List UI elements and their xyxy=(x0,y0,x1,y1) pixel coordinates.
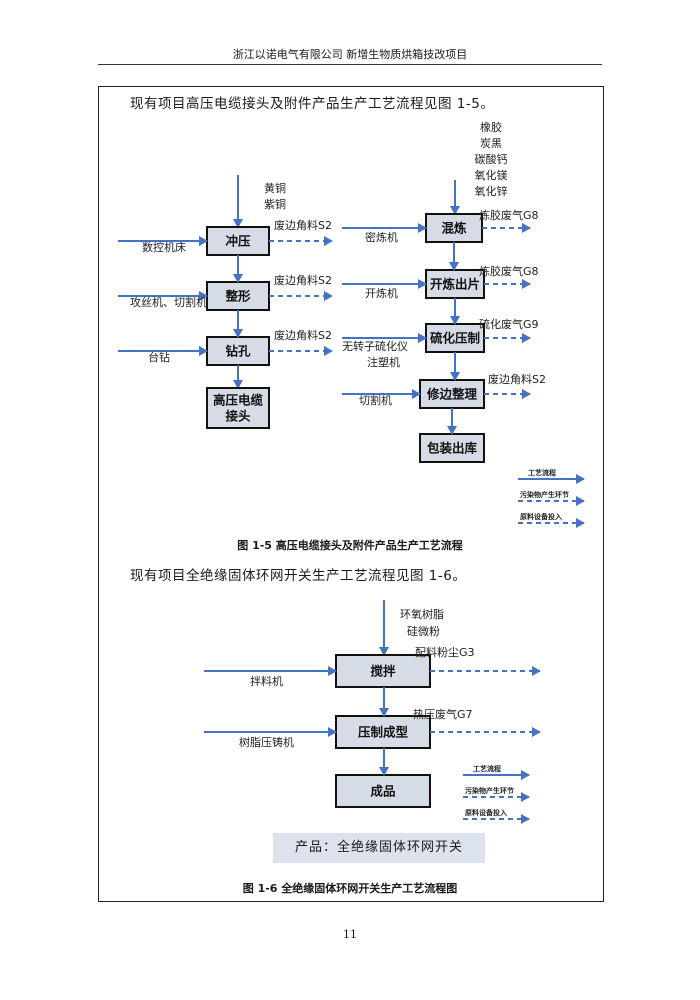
fig5-right-step-3 xyxy=(419,379,485,409)
fig6-step-2 xyxy=(335,774,431,808)
fig5-right-equip-2: 无转子硫化仪 xyxy=(342,339,408,353)
fig5-right-input-4: 氧化锌 xyxy=(475,184,508,198)
fig6-equip-0: 拌料机 xyxy=(250,674,283,688)
fig5-left-equip-0: 数控机床 xyxy=(142,240,186,254)
fig5-left-final-box xyxy=(206,387,270,429)
fig5-left-pollutant-1: 废边角料S2 xyxy=(274,273,332,287)
fig6-step-0-label: 搅拌 xyxy=(370,664,396,679)
fig5-left-step-1-label: 整形 xyxy=(225,289,251,304)
fig5-right-step-1-label: 开炼出片 xyxy=(430,277,480,292)
page-header: 浙江以诺电气有限公司 新增生物质烘箱技改项目 xyxy=(232,48,468,61)
fig5-right-equip-0: 密炼机 xyxy=(365,230,398,244)
fig5-right-input-2: 碳酸钙 xyxy=(475,152,508,166)
fig6-step-1-label: 压制成型 xyxy=(358,725,409,740)
fig5-right-step-4-label: 包装出库 xyxy=(426,441,478,456)
fig5-input-copper: 紫铜 xyxy=(264,197,286,211)
fig5-right-input-3: 氧化镁 xyxy=(475,168,508,182)
fig5-right-pollutant-1: 炼胶废气G8 xyxy=(479,264,539,278)
fig5-left-equip-1: 攻丝机、切割机 xyxy=(130,295,207,309)
fig5-left-final-box-label: 接头 xyxy=(225,409,251,424)
fig5-right-equip-1: 开炼机 xyxy=(365,286,398,300)
fig6-pollutant-1: 热压废气G7 xyxy=(413,707,473,721)
fig5-left-step-0-label: 冲压 xyxy=(225,234,251,249)
fig5-left-step-0 xyxy=(206,226,270,256)
fig5-legend-process-label: 工艺流程 xyxy=(528,468,556,477)
content-frame xyxy=(98,86,604,902)
fig5-legend-input-label: 原料设备投入 xyxy=(520,512,562,521)
fig6-input-1: 硅微粉 xyxy=(407,624,440,638)
fig5-right-equip-4: 切割机 xyxy=(359,393,392,407)
fig5-right-pollutant-0: 炼胶废气G8 xyxy=(479,208,539,222)
fig6-pollutant-0: 配料粉尘G3 xyxy=(415,645,475,659)
fig6-input-0: 环氧树脂 xyxy=(400,607,444,621)
fig5-right-step-3-label: 修边整理 xyxy=(426,387,478,402)
fig5-left-equip-2: 台钻 xyxy=(148,350,170,364)
fig5-right-pollutant-2: 硫化废气G9 xyxy=(479,317,539,331)
intro-fig5: 现有项目高压电缆接头及附件产品生产工艺流程见图 1-5。 xyxy=(130,96,495,112)
fig5-caption: 图 1-5 高压电缆接头及附件产品生产工艺流程 xyxy=(237,539,463,552)
fig6-legend-process-label: 工艺流程 xyxy=(473,764,501,773)
fig5-left-pollutant-0: 废边角料S2 xyxy=(274,218,332,232)
fig6-legend-input-label: 原料设备投入 xyxy=(465,808,507,817)
intro-fig6: 现有项目全绝缘固体环网开关生产工艺流程见图 1-6。 xyxy=(130,568,467,584)
fig5-left-final-box-label: 高压电缆 xyxy=(213,393,264,408)
fig5-right-input-0: 橡胶 xyxy=(480,120,502,134)
fig6-legend-pollution-label: 污染物产生环节 xyxy=(465,786,514,795)
fig5-right-pollutant-3: 废边角料S2 xyxy=(488,372,546,386)
page-number: 11 xyxy=(343,928,357,941)
fig6-step-2-label: 成品 xyxy=(370,784,395,799)
header-rule xyxy=(98,64,602,65)
fig6-equip-1: 树脂压铸机 xyxy=(239,735,294,749)
fig5-right-input-1: 炭黑 xyxy=(480,137,502,150)
fig6-caption: 图 1-6 全绝缘固体环网开关生产工艺流程图 xyxy=(242,882,458,895)
fig5-right-step-0-label: 混炼 xyxy=(441,221,467,236)
fig5-legend-pollution-label: 污染物产生环节 xyxy=(520,490,569,499)
fig5-right-equip-3: 注塑机 xyxy=(367,355,400,369)
fig5-right-step-2-label: 硫化压制 xyxy=(430,331,480,346)
fig5-left-pollutant-2: 废边角料S2 xyxy=(274,328,332,342)
fig5-input-brass: 黄铜 xyxy=(264,181,286,195)
fig6-step-0 xyxy=(335,654,431,688)
fig5-left-step-2-label: 钻孔 xyxy=(225,344,251,359)
product-banner: 产品：全绝缘固体环网开关 xyxy=(273,833,485,863)
